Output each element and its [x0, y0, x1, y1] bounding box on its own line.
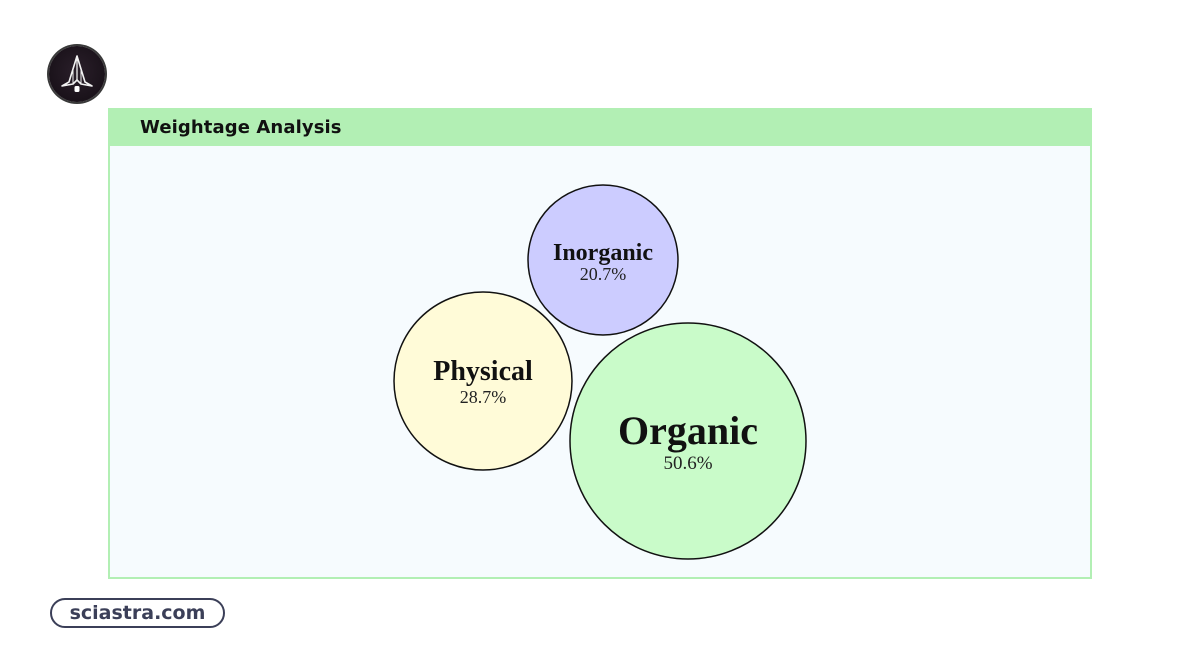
bubble-physical: Physical 28.7% — [393, 291, 573, 471]
panel-header: Weightage Analysis — [110, 110, 1090, 146]
bubble-label: Organic — [618, 408, 758, 453]
bubble-value: 28.7% — [460, 387, 507, 407]
bubble-label: Physical — [433, 356, 533, 387]
website-link[interactable]: sciastra.com — [50, 598, 225, 628]
panel-title: Weightage Analysis — [140, 117, 342, 138]
rocket-logo-icon — [61, 55, 93, 92]
bubble-label: Inorganic — [553, 240, 653, 266]
bubble-value: 20.7% — [580, 264, 627, 284]
bubble-value: 50.6% — [663, 453, 712, 474]
bubble-organic: Organic 50.6% — [569, 322, 807, 560]
bubble-inorganic: Inorganic 20.7% — [527, 184, 679, 336]
sciastra-logo — [49, 46, 105, 102]
